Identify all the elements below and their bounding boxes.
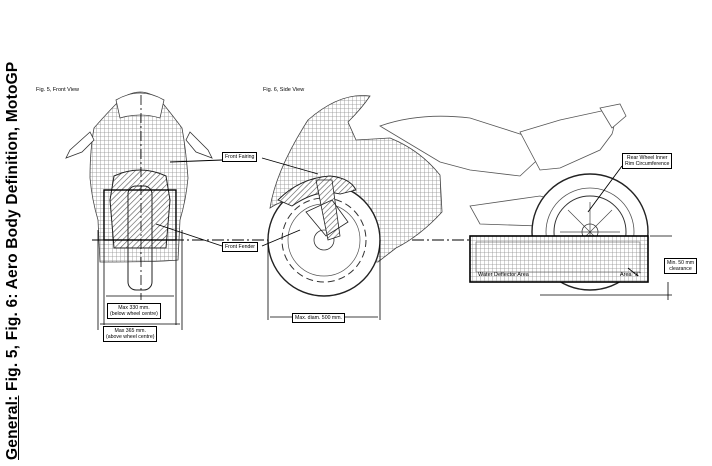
- rear-wheel-rim-label: Rear Wheel Inner Rim Circumference: [622, 153, 673, 169]
- min-clearance-line1: Min. 50 mm: [667, 260, 695, 266]
- max-diameter-label: Max. diam. 500 mm.: [292, 313, 345, 323]
- tail-tip: [599, 103, 627, 129]
- area-x-label: Area "X": [620, 272, 641, 278]
- front-view-caption: Fig. 5, Front View: [36, 87, 79, 93]
- left-mirror: [65, 131, 95, 159]
- min-clearance-label: Min. 50 mm clearance: [664, 258, 698, 274]
- front-fender-front: [109, 169, 171, 249]
- front-view-drawing: [65, 91, 213, 330]
- front-fairing-side: [269, 95, 443, 263]
- fork-leg: [315, 179, 341, 241]
- side-view-drawing: [267, 95, 672, 320]
- water-deflector-area: [469, 235, 649, 283]
- front-fender-side: [277, 175, 357, 207]
- max-365-label: Max 365 mm. (above wheel centre): [103, 326, 158, 342]
- right-mirror: [185, 131, 213, 159]
- min-clearance-line2: clearance: [669, 266, 692, 272]
- front-fender-label: Front Fender: [222, 242, 258, 252]
- max-365-line2: (above wheel centre): [106, 334, 155, 340]
- front-tyre: [127, 185, 153, 291]
- max-365-line1: Max 365 mm.: [114, 328, 146, 334]
- brake-caliper: [305, 199, 349, 237]
- rear-wheel-label-line2: Rim Circumference: [625, 161, 670, 167]
- max-330-line1: Max 330 mm.: [118, 305, 150, 311]
- side-view-caption: Fig. 6, Side View: [263, 87, 305, 93]
- front-fairing-label: Front Fairing: [222, 152, 258, 162]
- max-330-line2: (below wheel centre): [110, 311, 158, 317]
- rear-wheel-label-line1: Rear Wheel Inner: [626, 155, 668, 161]
- max-330-label: Max 330 mm. (below wheel centre): [107, 303, 161, 319]
- windscreen-outline: [115, 92, 165, 119]
- water-deflector-label: Water Deflector Area: [478, 272, 529, 278]
